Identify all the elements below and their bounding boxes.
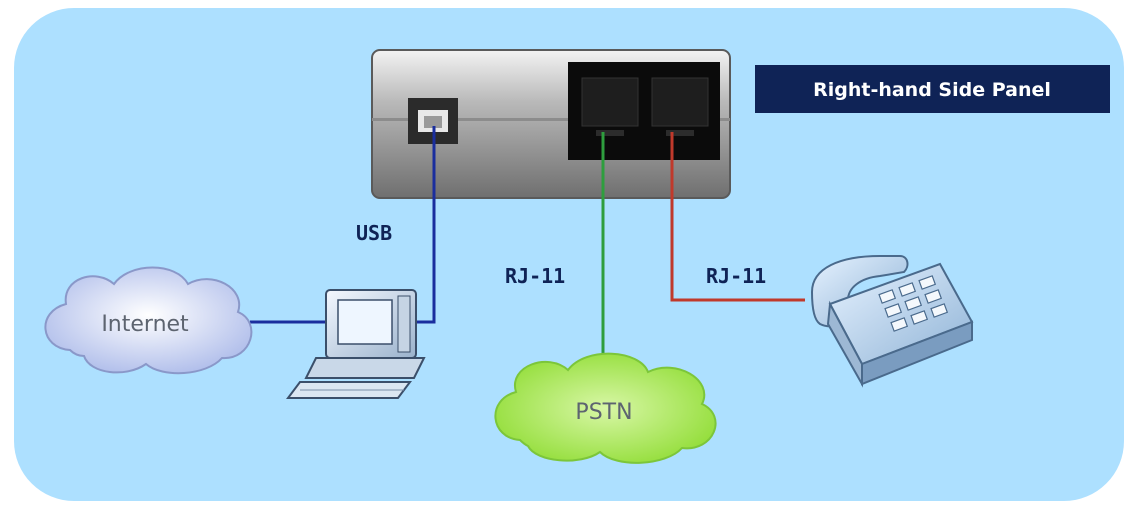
internet-cloud-icon xyxy=(44,266,253,375)
desktop-computer-icon xyxy=(286,289,426,399)
usb-phone-adapter-icon xyxy=(371,49,731,199)
rj11-phone-label: RJ-11 xyxy=(706,264,766,288)
diagram-background xyxy=(14,8,1124,501)
panel-title-box xyxy=(755,65,1110,113)
desk-telephone-icon xyxy=(810,255,974,388)
pstn-cloud-icon xyxy=(494,352,717,464)
panel-title: Right-hand Side Panel xyxy=(813,79,1051,101)
pstn-label: PSTN xyxy=(575,400,632,425)
phone-cable xyxy=(670,132,805,302)
rj11-pstn-label: RJ-11 xyxy=(505,264,565,288)
internet-label: Internet xyxy=(101,312,189,337)
usb-label: USB xyxy=(356,221,392,245)
